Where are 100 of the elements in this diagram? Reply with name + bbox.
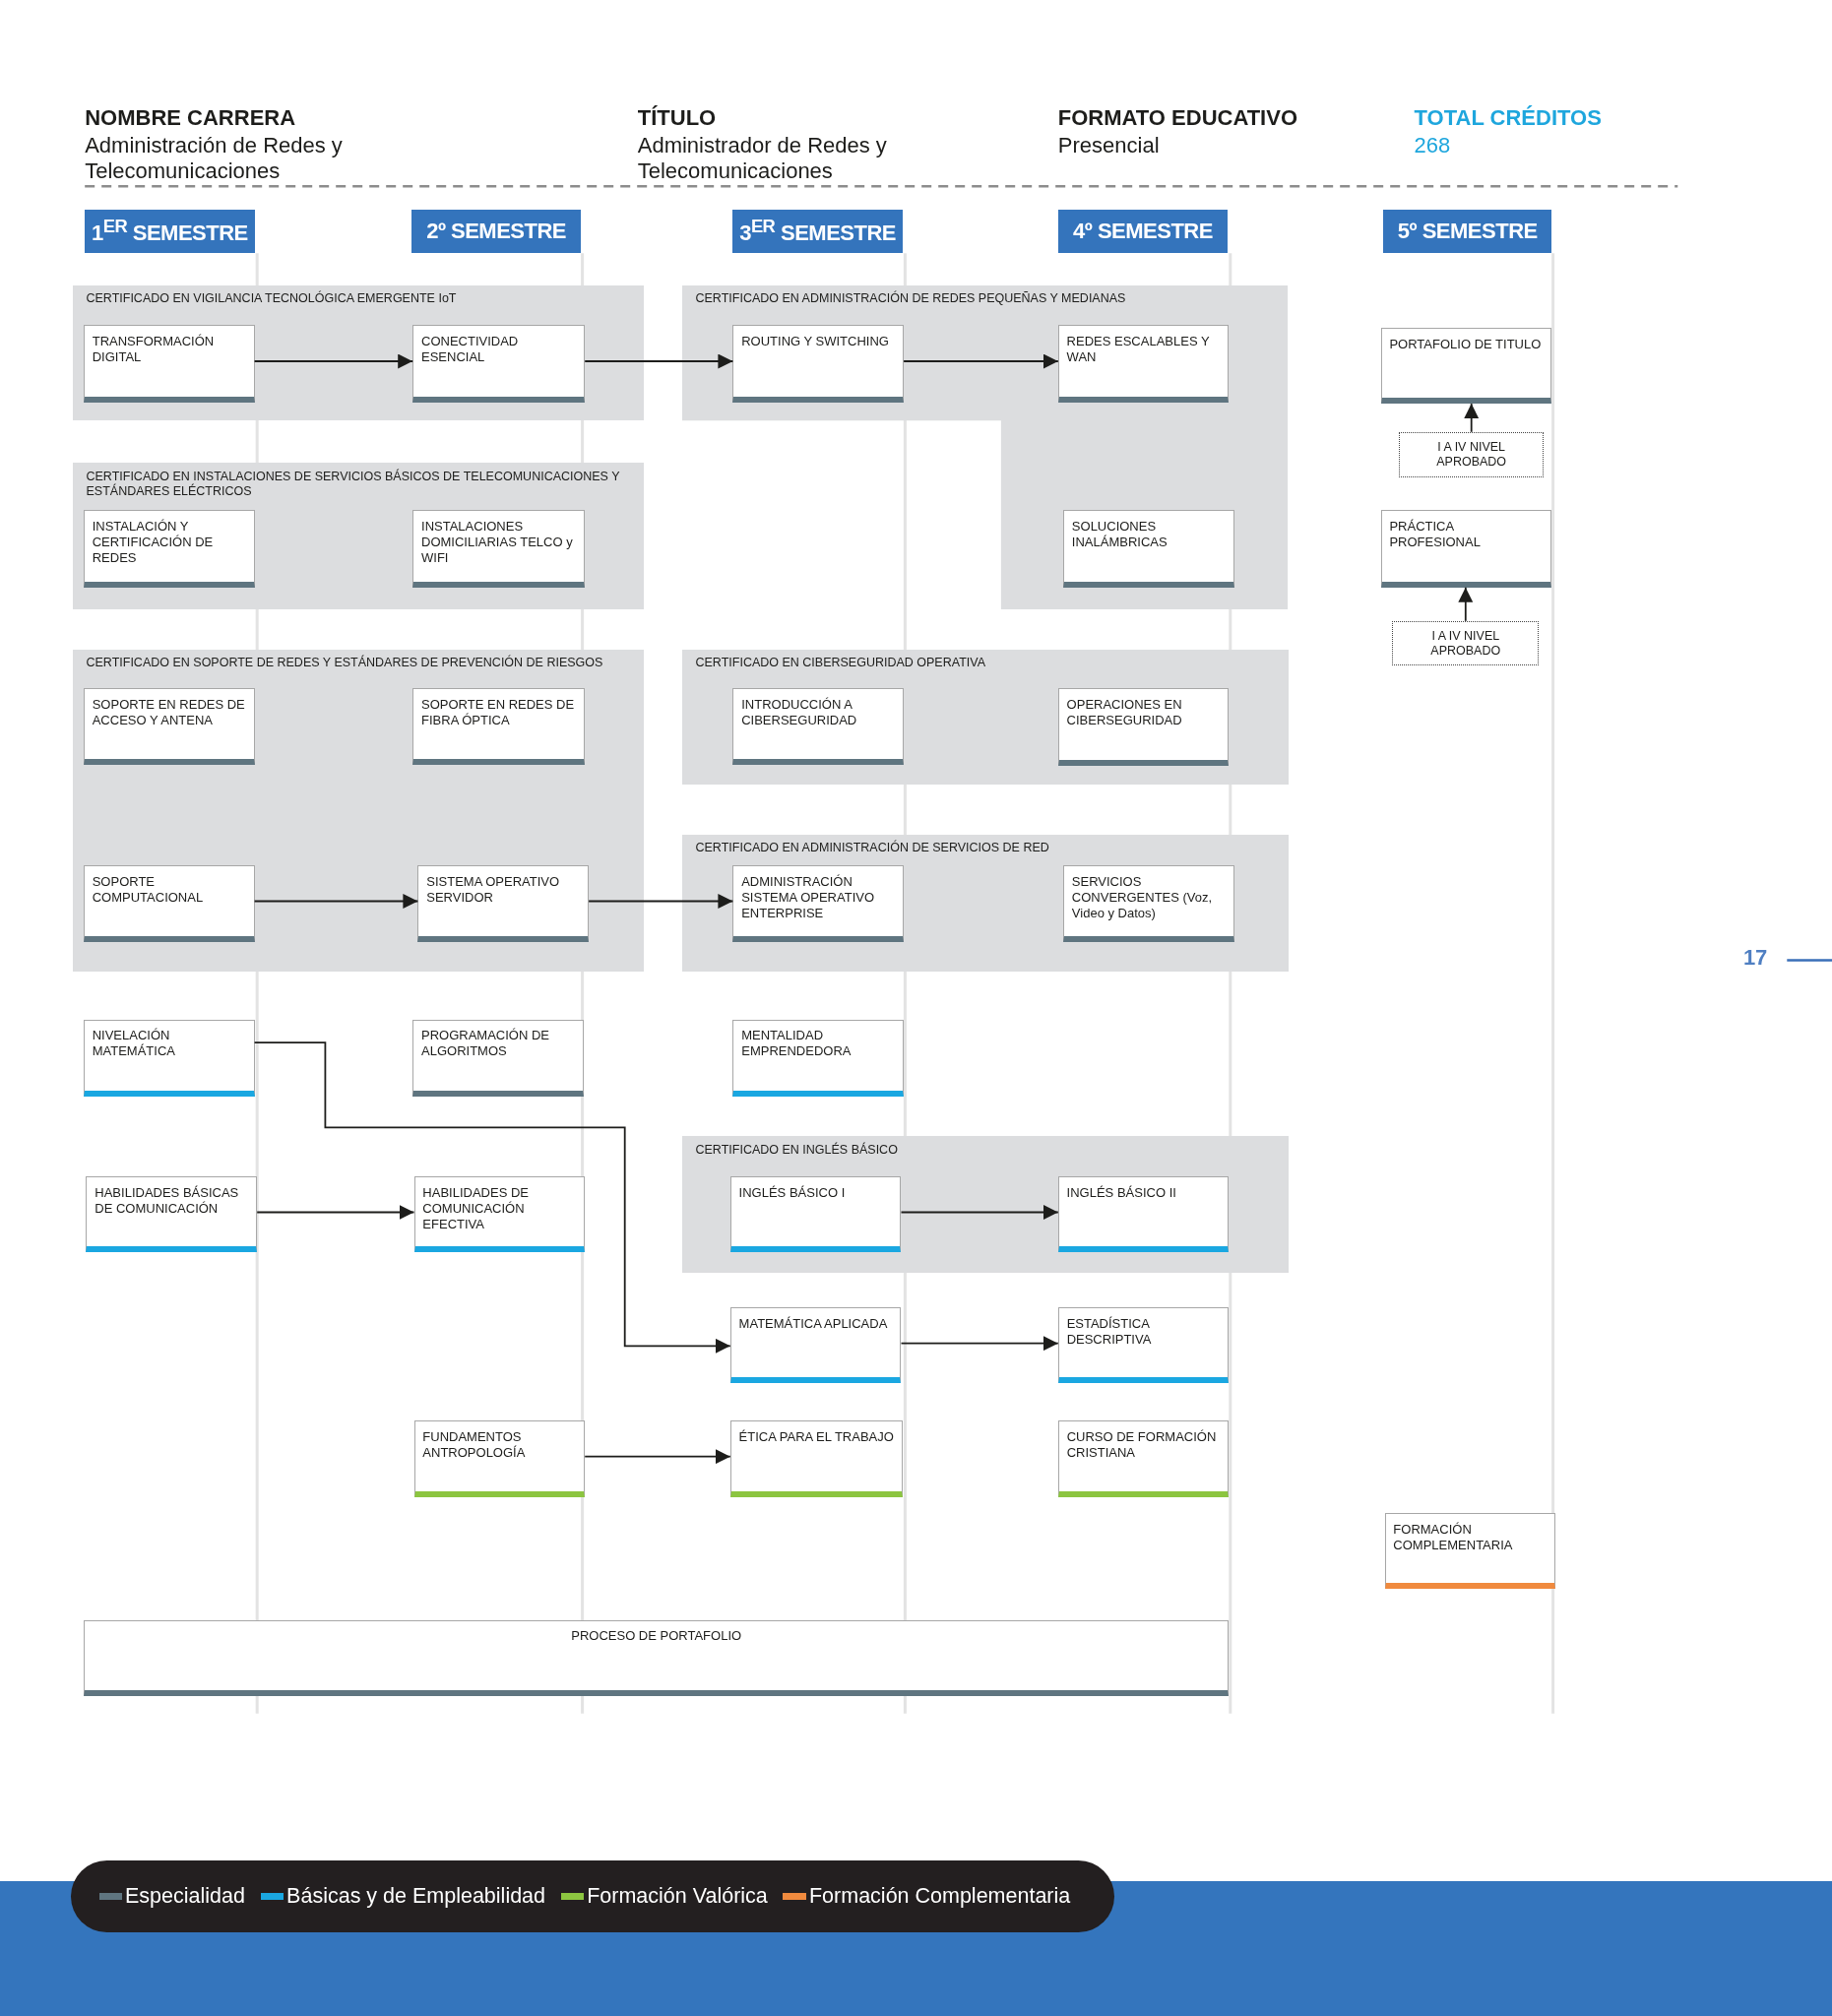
course-card [1057,1420,1230,1498]
course-card [83,510,255,588]
course-title: CONECTIVIDAD ESENCIAL [421,334,520,366]
course-title: FUNDAMENTOS ANTROPOLOGÍA [422,1428,527,1461]
course-title: ESTADÍSTICA DESCRIPTIVA [1066,1316,1153,1348]
course-title: CURSO DE FORMACIÓN CRISTIANA [1066,1428,1218,1461]
course-card [732,1019,905,1097]
panel-title: CERTIFICADO EN CIBERSEGURIDAD OPERATIVA [695,656,986,670]
course-card [413,1420,586,1498]
course-card [412,510,586,588]
course-card [732,864,905,943]
course-title: HABILIDADES BÁSICAS DE COMUNICACIÓN [95,1184,240,1217]
course-title: PORTAFOLIO DE TITULO [1389,336,1543,352]
semester-label: 4º SEMESTRE [1073,219,1213,245]
course-title: SERVICIOS CONVERGENTES (Voz, Video y Datos) [1071,873,1214,921]
course-card [83,1619,1230,1696]
field-heading: NOMBRE CARRERA [85,105,296,132]
panel-title: CERTIFICADO EN ADMINISTRACIÓN DE SERVICIOS DE RED [695,841,1050,856]
course-card [83,687,255,765]
certificate-panel [682,284,1289,609]
course-title: TRANSFORMACIÓN DIGITAL [92,334,216,366]
arrow [900,1336,1059,1352]
semester-header [732,209,903,254]
course-title: INSTALACIONES DOMICILIARIAS TELCO y WIFI [421,519,574,567]
panel-title: CERTIFICADO EN INGLÉS BÁSICO [695,1143,899,1158]
course-card [1057,325,1230,403]
course-card [413,1175,586,1252]
arrow [903,353,1059,369]
course-card [83,864,255,943]
course-title: PRÁCTICA PROFESIONAL [1389,519,1482,551]
course-card [729,1175,902,1252]
course-title: ROUTING Y SWITCHING [741,334,890,350]
arrow [1458,586,1474,622]
course-title: NIVELACIÓN MATEMÁTICA [92,1028,176,1060]
field-heading: TOTAL CRÉDITOS [1414,105,1602,132]
semester-header [411,209,582,254]
course-title: INGLÉS BÁSICO II [1066,1184,1177,1201]
course-title: REDES ESCALABLES Y WAN [1066,334,1211,366]
field-heading: TÍTULO [637,105,717,132]
course-card [412,325,586,403]
legend-label: Formación Complementaria [809,1883,1071,1909]
course-title: MATEMÁTICA APLICADA [738,1316,889,1332]
panel-title: CERTIFICADO EN ADMINISTRACIÓN DE REDES PEQUEÑAS Y MEDIANAS [695,291,1127,307]
legend-label: Básicas y de Empleabilidad [286,1883,546,1909]
field-value: Presencial [1057,132,1160,158]
certificate-panel [73,649,645,973]
semester-label: 1$^{ER}$ SEMESTRE [91,216,248,247]
semester-header [85,209,255,254]
course-card [729,1420,903,1498]
course-card [1380,510,1552,588]
legend-label: Formación Valórica [587,1883,768,1909]
course-card [1063,510,1234,588]
course-title: MENTALIDAD EMPRENDEDORA [741,1028,853,1060]
field-value: Administrador de Redes y Telecomunicaciones [637,132,888,184]
course-card [86,1175,258,1252]
field-value: 268 [1414,132,1451,158]
certificate-panel [73,284,645,421]
course-title: SOPORTE COMPUTACIONAL [92,873,205,906]
certificate-panel [682,1136,1289,1273]
field-value: Administración de Redes y Telecomunicaciones [85,132,344,184]
requirement-text: I A IV NIVEL APROBADO [1435,439,1508,470]
course-title: ADMINISTRACIÓN SISTEMA OPERATIVO ENTERPRISE [741,873,876,921]
requirement-text: I A IV NIVEL APROBADO [1429,628,1502,659]
course-card [83,1019,255,1097]
semester-header [1383,209,1552,254]
arrow [588,894,734,909]
certificate-panel [73,463,645,609]
course-card [1057,1307,1230,1384]
course-card [1057,1175,1230,1252]
field-heading: FORMATO EDUCATIVO [1057,105,1297,132]
semester-label: 3$^{ER}$ SEMESTRE [739,216,896,247]
course-title: SOPORTE EN REDES DE FIBRA ÓPTICA [421,696,576,728]
course-title: ÉTICA PARA EL TRABAJO [738,1428,894,1445]
page-number: 17 [1742,944,1768,971]
panel-title: CERTIFICADO EN VIGILANCIA TECNOLÓGICA EMERGENTE IoT [86,291,458,307]
course-title: SOPORTE EN REDES DE ACCESO Y ANTENA [92,696,246,728]
arrow [584,353,734,369]
semester-label: 5º SEMESTRE [1397,219,1538,245]
arrow [253,894,419,909]
course-card [732,687,905,765]
arrow [900,1205,1059,1220]
course-title: OPERACIONES EN CIBERSEGURIDAD [1066,696,1183,728]
arrow [1464,403,1480,433]
course-title: PROCESO DE PORTAFOLIO [570,1628,743,1645]
course-card [417,864,590,943]
course-title: INTRODUCCIÓN A CIBERSEGURIDAD [741,696,858,728]
course-title: FORMACIÓN COMPLEMENTARIA [1393,1521,1514,1553]
course-title: SISTEMA OPERATIVO SERVIDOR [426,873,561,906]
arrow [584,1449,731,1465]
course-title: INSTALACIÓN Y CERTIFICACIÓN DE REDES [92,519,215,567]
course-card [729,1307,902,1384]
course-card [83,325,255,403]
arrow [253,353,414,369]
panel-title: CERTIFICADO EN SOPORTE DE REDES Y ESTÁNDARES DE PREVENCIÓN DE RIESGOS [86,656,604,670]
certificate-panel [682,649,1289,785]
course-card [1063,864,1234,943]
course-card [1380,328,1552,405]
course-title: PROGRAMACIÓN DE ALGORITMOS [421,1028,551,1060]
legend-label: Especialidad [125,1883,245,1909]
arrow [253,1041,731,1354]
